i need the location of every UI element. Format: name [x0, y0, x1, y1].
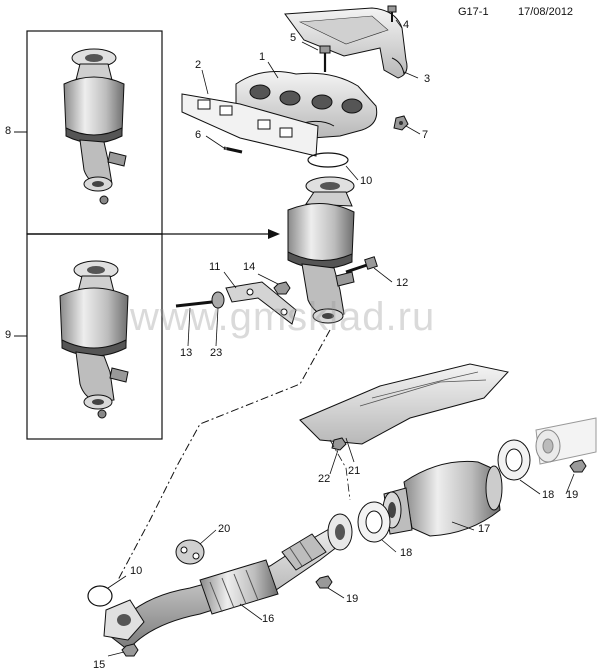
- callout-18-upper: 18: [542, 489, 555, 501]
- nut-19-lower: [315, 575, 333, 589]
- converter-17: [382, 460, 503, 537]
- manifold-heat-shield: [284, 7, 408, 79]
- rear-pipe-connection: [535, 417, 597, 465]
- callout-23: 23: [210, 347, 223, 359]
- variant-arrow-head: [268, 229, 280, 239]
- bracket-11: [225, 281, 297, 325]
- callout-18-middle: 18: [400, 547, 413, 559]
- callout-7: 7: [422, 129, 429, 141]
- variant-box-8: [14, 30, 163, 235]
- leader-lines: [107, 19, 575, 657]
- callout-15: 15: [93, 659, 106, 671]
- callout-9: 9: [5, 329, 12, 341]
- callout-5: 5: [290, 32, 297, 44]
- gasket-18-middle: [357, 501, 391, 543]
- gasket-10-lower: [87, 585, 113, 607]
- diagram-date: 17/08/2012: [518, 6, 574, 18]
- catalytic-converter-variant-9: [59, 260, 129, 419]
- callout-10-lower: 10: [130, 565, 143, 577]
- bolt-12: [345, 256, 378, 274]
- gasket-18-upper: [497, 439, 531, 481]
- nut-7: [393, 115, 409, 131]
- callout-10-upper: 10: [360, 175, 373, 187]
- callout-16: 16: [262, 613, 275, 625]
- callout-1: 1: [259, 51, 266, 63]
- pipe-front-flange: [103, 599, 145, 641]
- callout-17: 17: [478, 523, 491, 535]
- nut-15: [121, 643, 139, 657]
- callout-19-lower: 19: [346, 593, 359, 605]
- stud-13: [175, 300, 213, 308]
- assembly-center-line-2: [329, 439, 351, 501]
- manifold-gasket: [181, 93, 319, 157]
- callout-19-upper: 19: [566, 489, 579, 501]
- callout-13: 13: [180, 347, 193, 359]
- pipe-hanger-20: [175, 539, 205, 565]
- watermark: www.gmsklad.ru: [130, 295, 436, 339]
- callout-14: 14: [243, 261, 256, 273]
- callout-8: 8: [5, 125, 12, 137]
- shield-bolt-4: [387, 5, 397, 22]
- callout-6: 6: [195, 129, 202, 141]
- callout-22: 22: [318, 473, 331, 485]
- callout-21: 21: [348, 465, 361, 477]
- stud-bolt-5: [319, 45, 331, 72]
- underbody-heat-shield: [299, 363, 509, 445]
- stud-6: [223, 146, 243, 154]
- callout-12: 12: [396, 277, 409, 289]
- diagram-code: G17-1: [458, 6, 489, 18]
- callout-11: 11: [209, 261, 221, 273]
- gasket-10-upper: [307, 152, 349, 168]
- catalytic-converter-variant-8: [63, 48, 127, 205]
- callout-20: 20: [218, 523, 231, 535]
- nut-14: [273, 281, 291, 295]
- callout-2: 2: [195, 59, 202, 71]
- nut-19-upper: [569, 459, 587, 473]
- variant-box-9: [14, 233, 163, 440]
- nut-22: [331, 437, 347, 451]
- callout-4: 4: [403, 19, 410, 31]
- assembly-center-line: [117, 329, 331, 581]
- callout-3: 3: [424, 73, 431, 85]
